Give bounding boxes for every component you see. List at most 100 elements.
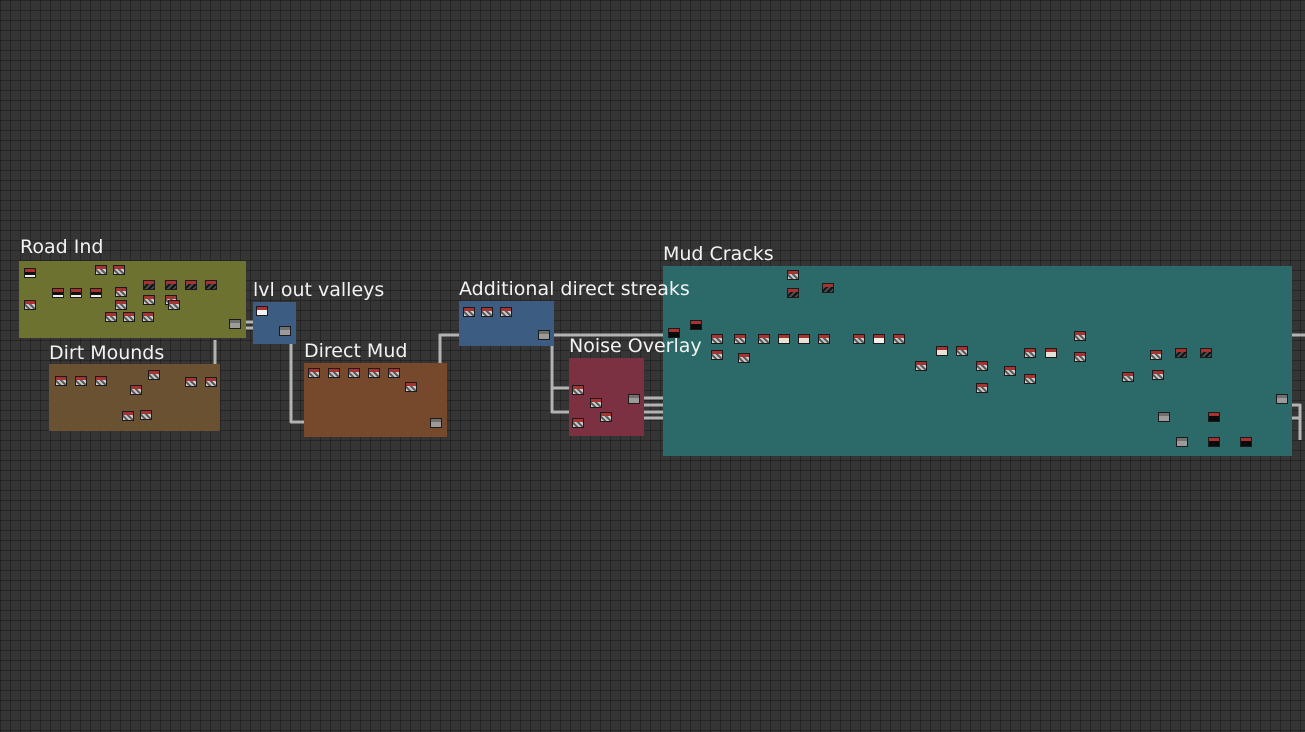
- graph-node[interactable]: [818, 334, 830, 344]
- graph-node[interactable]: [405, 382, 417, 392]
- graph-node[interactable]: [229, 319, 241, 329]
- frame-road-ind[interactable]: [19, 261, 246, 338]
- node-header: [977, 384, 987, 387]
- graph-node[interactable]: [130, 385, 142, 395]
- graph-node[interactable]: [205, 280, 217, 290]
- graph-node[interactable]: [1004, 366, 1016, 376]
- graph-node[interactable]: [500, 307, 512, 317]
- node-header: [186, 378, 196, 381]
- graph-node[interactable]: [123, 312, 135, 322]
- graph-node[interactable]: [1158, 412, 1170, 422]
- graph-node[interactable]: [1200, 348, 1212, 358]
- graph-node[interactable]: [690, 320, 702, 330]
- graph-node[interactable]: [308, 368, 320, 378]
- graph-node[interactable]: [590, 398, 602, 408]
- graph-node[interactable]: [95, 376, 107, 386]
- graph-node[interactable]: [143, 295, 155, 305]
- graph-node[interactable]: [1208, 437, 1220, 447]
- graph-node[interactable]: [205, 377, 217, 387]
- graph-node[interactable]: [148, 370, 160, 380]
- graph-node[interactable]: [279, 326, 291, 336]
- graph-node[interactable]: [70, 288, 82, 298]
- graph-node[interactable]: [24, 300, 36, 310]
- graph-node[interactable]: [668, 328, 680, 338]
- graph-node[interactable]: [113, 265, 125, 275]
- graph-node[interactable]: [572, 418, 584, 428]
- graph-node[interactable]: [463, 307, 475, 317]
- node-header: [166, 281, 176, 284]
- graph-node[interactable]: [256, 306, 268, 316]
- graph-node[interactable]: [976, 383, 988, 393]
- graph-node[interactable]: [734, 334, 746, 344]
- graph-node[interactable]: [1024, 348, 1036, 358]
- graph-node[interactable]: [368, 368, 380, 378]
- graph-node[interactable]: [328, 368, 340, 378]
- graph-node[interactable]: [956, 346, 968, 356]
- node-header: [1046, 349, 1056, 352]
- graph-node[interactable]: [915, 361, 927, 371]
- graph-node[interactable]: [1152, 370, 1164, 380]
- graph-node[interactable]: [711, 334, 723, 344]
- graph-node[interactable]: [115, 287, 127, 297]
- graph-node[interactable]: [55, 376, 67, 386]
- node-header: [1025, 349, 1035, 352]
- graph-node[interactable]: [822, 283, 834, 293]
- graph-node[interactable]: [572, 385, 584, 395]
- node-header: [280, 327, 290, 330]
- graph-node[interactable]: [1208, 412, 1220, 422]
- graph-node[interactable]: [1176, 437, 1188, 447]
- graph-node[interactable]: [168, 300, 180, 310]
- graph-node[interactable]: [1276, 394, 1288, 404]
- graph-node[interactable]: [105, 312, 117, 322]
- graph-node[interactable]: [430, 418, 442, 428]
- graph-node[interactable]: [140, 410, 152, 420]
- graph-node[interactable]: [348, 368, 360, 378]
- graph-node[interactable]: [122, 411, 134, 421]
- node-header: [823, 284, 833, 287]
- graph-node[interactable]: [1175, 348, 1187, 358]
- frame-dirt-mounds[interactable]: [49, 364, 220, 431]
- graph-node[interactable]: [185, 280, 197, 290]
- node-header: [854, 335, 864, 338]
- graph-node[interactable]: [538, 330, 550, 340]
- graph-node[interactable]: [52, 288, 64, 298]
- graph-node[interactable]: [165, 280, 177, 290]
- graph-node[interactable]: [1024, 374, 1036, 384]
- graph-node[interactable]: [142, 312, 154, 322]
- graph-node[interactable]: [600, 412, 612, 422]
- graph-node[interactable]: [1045, 348, 1057, 358]
- graph-node[interactable]: [1240, 437, 1252, 447]
- node-header: [309, 369, 319, 372]
- graph-node[interactable]: [758, 334, 770, 344]
- graph-node[interactable]: [976, 361, 988, 371]
- graph-node[interactable]: [936, 346, 948, 356]
- graph-node[interactable]: [798, 334, 810, 344]
- graph-node[interactable]: [893, 334, 905, 344]
- graph-node[interactable]: [185, 377, 197, 387]
- node-header: [1075, 353, 1085, 356]
- graph-node[interactable]: [388, 368, 400, 378]
- graph-node[interactable]: [1074, 331, 1086, 341]
- graph-node[interactable]: [90, 288, 102, 298]
- graph-node[interactable]: [1122, 372, 1134, 382]
- graph-node[interactable]: [873, 334, 885, 344]
- node-header: [25, 269, 35, 272]
- graph-node[interactable]: [115, 300, 127, 310]
- graph-node[interactable]: [24, 268, 36, 278]
- graph-node[interactable]: [1074, 352, 1086, 362]
- graph-node[interactable]: [143, 280, 155, 290]
- graph-node[interactable]: [787, 288, 799, 298]
- node-header: [169, 301, 179, 304]
- graph-node[interactable]: [738, 353, 750, 363]
- graph-node[interactable]: [628, 394, 640, 404]
- graph-node[interactable]: [481, 307, 493, 317]
- graph-node[interactable]: [1150, 350, 1162, 360]
- graph-node[interactable]: [711, 350, 723, 360]
- graph-node[interactable]: [95, 265, 107, 275]
- node-header: [977, 362, 987, 365]
- graph-node[interactable]: [787, 270, 799, 280]
- graph-node[interactable]: [75, 376, 87, 386]
- graph-node[interactable]: [778, 334, 790, 344]
- graph-node[interactable]: [853, 334, 865, 344]
